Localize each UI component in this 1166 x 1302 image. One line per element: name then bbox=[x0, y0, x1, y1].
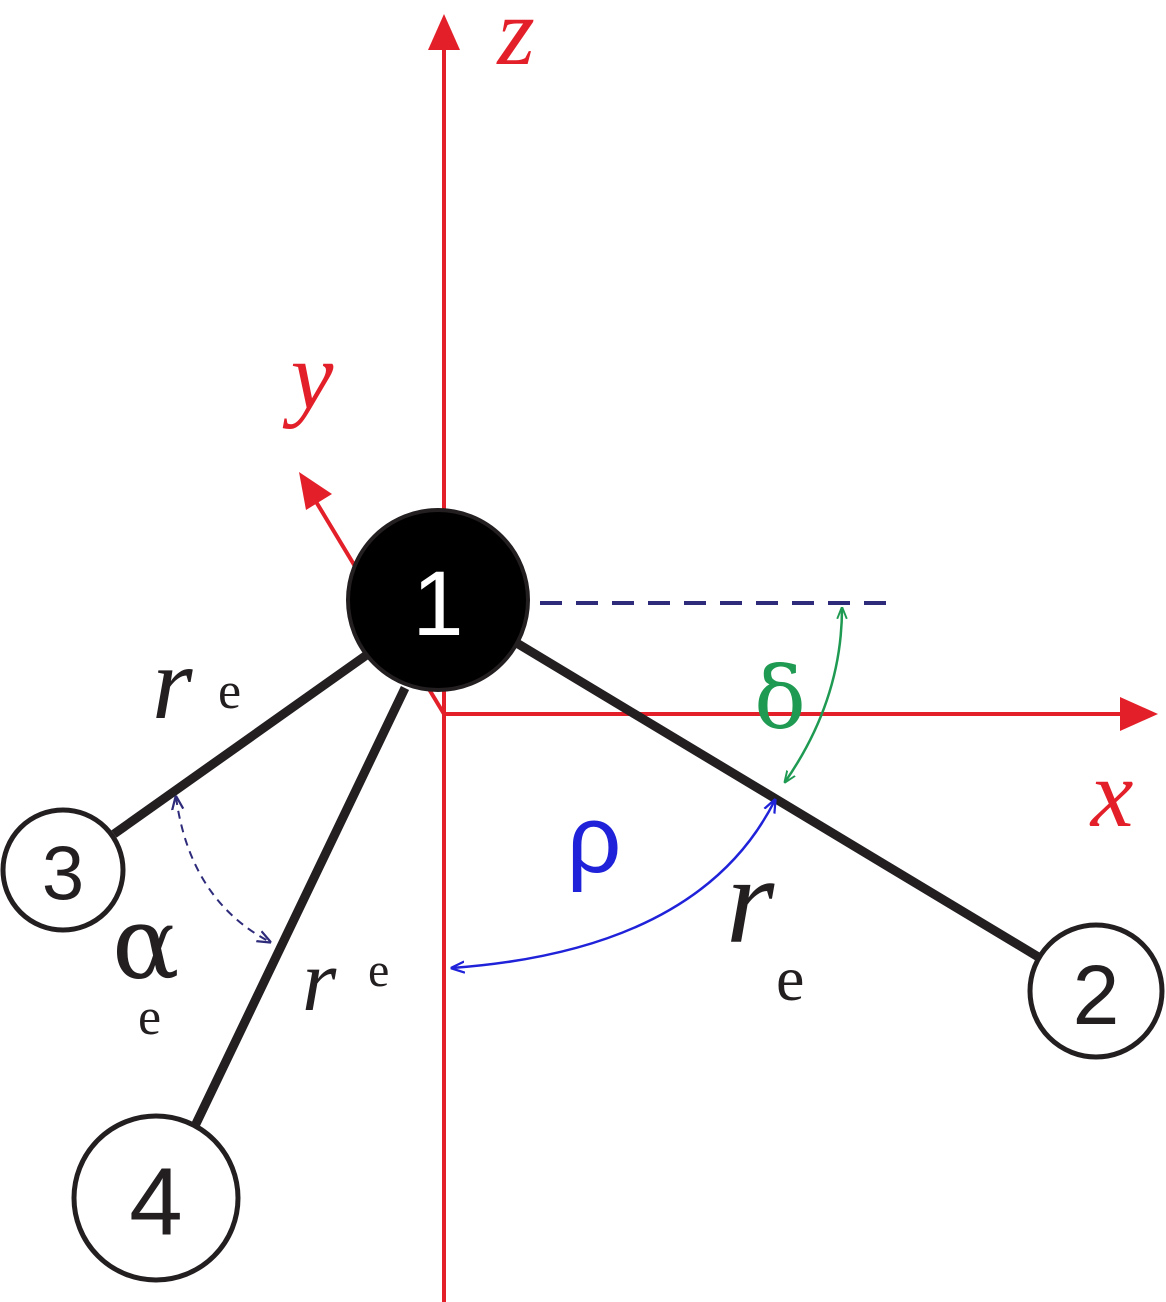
bond-length-subscript: e bbox=[776, 943, 804, 1014]
bond-1-3 bbox=[111, 650, 371, 838]
delta-angle-arc bbox=[785, 608, 842, 782]
atom-3-label: 3 bbox=[42, 832, 84, 917]
alpha-angle-arc bbox=[176, 797, 270, 942]
bond-label-1-4: r e bbox=[302, 933, 389, 1030]
x-axis bbox=[444, 697, 1158, 731]
atom-4: 4 bbox=[71, 1113, 241, 1283]
atom-2: 2 bbox=[1027, 922, 1165, 1060]
rho-angle-label: ρ bbox=[567, 786, 622, 893]
atom-4-label: 4 bbox=[129, 1149, 182, 1256]
bond-length-symbol: r bbox=[302, 933, 337, 1030]
atom-1: 1 bbox=[346, 508, 530, 692]
bond-length-symbol: r bbox=[726, 832, 775, 969]
bond-label-1-2: r e bbox=[726, 832, 804, 1014]
bond-length-subscript: e bbox=[368, 944, 389, 997]
y-axis-label: y bbox=[282, 322, 334, 429]
z-axis-label: z bbox=[495, 0, 534, 85]
rho-angle-arc bbox=[452, 800, 775, 968]
atom-2-label: 2 bbox=[1073, 948, 1120, 1042]
alpha-symbol: α bbox=[112, 885, 180, 1002]
alpha-angle-label: α e bbox=[112, 885, 180, 1046]
delta-angle-label: δ bbox=[754, 649, 806, 749]
bond-length-subscript: e bbox=[218, 663, 241, 720]
x-axis-label: x bbox=[1089, 740, 1134, 847]
bond-1-2 bbox=[512, 638, 1043, 962]
atom-3: 3 bbox=[0, 807, 126, 933]
bond-label-1-3: r e bbox=[152, 626, 241, 741]
bond-length-symbol: r bbox=[152, 626, 193, 741]
alpha-subscript: e bbox=[138, 989, 161, 1046]
bond-1-4 bbox=[189, 686, 410, 1130]
atom-1-label: 1 bbox=[412, 553, 463, 655]
